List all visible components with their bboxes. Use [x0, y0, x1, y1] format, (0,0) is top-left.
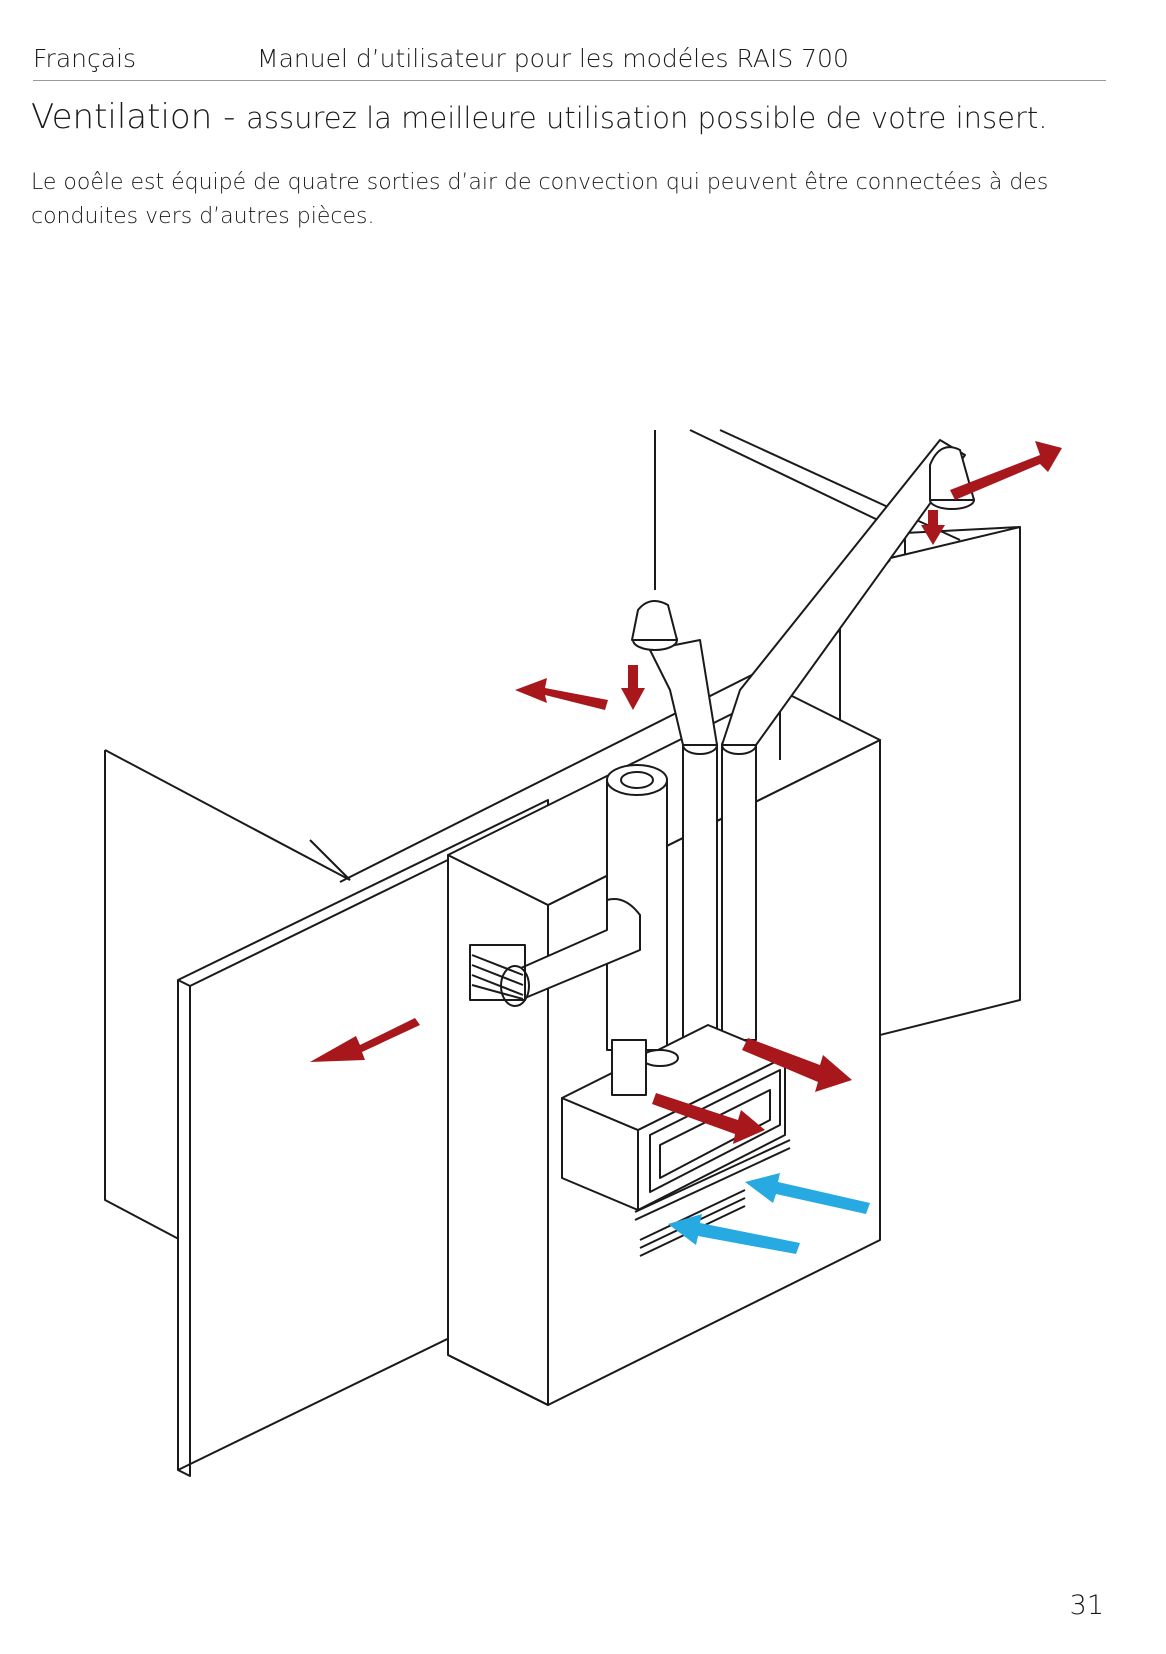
duct-pipes: [500, 439, 975, 1051]
header-manual-title: Manuel d’utilisateur pour les modéles RA…: [257, 44, 849, 73]
section-heading: Ventilation - assurez la meilleure utili…: [31, 97, 1047, 137]
hot-air-arrow-upper-left: [515, 678, 608, 710]
hot-air-arrow-top-right: [950, 441, 1062, 500]
hot-air-arrows: [310, 441, 1062, 1144]
ventilation-diagram: [0, 420, 1166, 1510]
ventilation-diagram-svg: [104, 429, 1062, 1477]
intro-paragraph: Le ooêle est équipé de quatre sorties d’…: [31, 170, 1049, 229]
cold-air-arrow-lower: [668, 1214, 800, 1254]
header-language: Français: [33, 44, 137, 73]
hot-air-arrow-top-down: [921, 510, 945, 545]
hot-air-arrow-duct-down: [621, 665, 645, 710]
wall-grille: [469, 944, 526, 1001]
cold-air-arrow-upper: [745, 1173, 870, 1214]
hot-air-arrow-left-room: [310, 1018, 420, 1062]
hot-air-arrow-front-inner: [652, 1093, 765, 1144]
section-heading-main: Ventilation -: [31, 97, 247, 137]
cold-air-arrows: [668, 1173, 870, 1254]
page-header: Français Manuel d’utilisateur pour les m…: [33, 40, 1106, 81]
section-heading-rest: assurez la meilleure utilisation possibl…: [246, 101, 1048, 135]
hot-air-arrow-front-right: [742, 1038, 852, 1092]
fireplace-insert: [561, 1024, 786, 1211]
page-number: 31: [1069, 1590, 1104, 1621]
